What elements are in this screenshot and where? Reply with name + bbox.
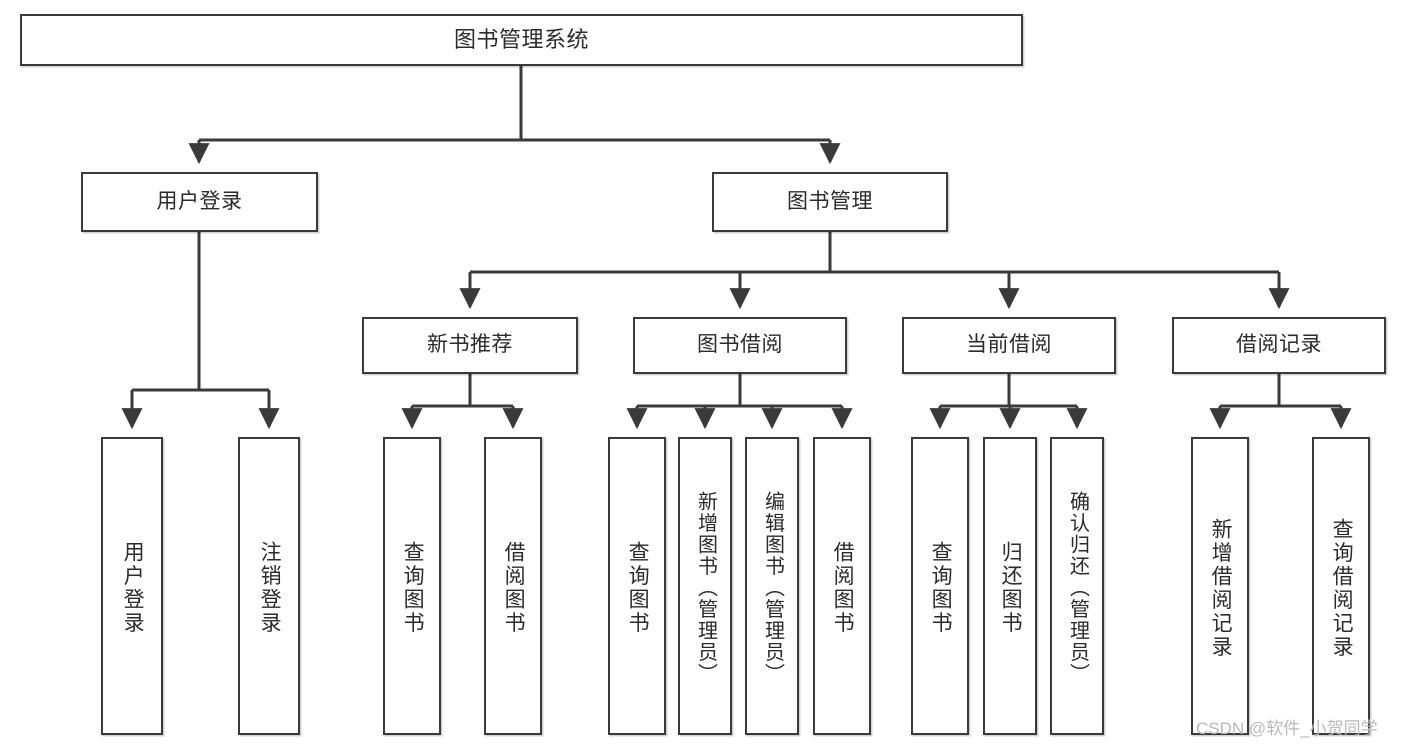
node-current-borrow-label: 当前借阅: [966, 333, 1052, 357]
leaf-user-login-text-wrap: 用户登录: [103, 439, 161, 733]
node-current-borrow[interactable]: 当前借阅: [902, 317, 1116, 374]
leaf-edit-book-label: 编辑图书（管理员）: [761, 491, 784, 685]
edges-root-to-level2: [188, 66, 841, 165]
node-borrow-record-label: 借阅记录: [1236, 333, 1322, 357]
leaf-confirm-return[interactable]: 确认归还（管理员）: [1050, 437, 1104, 735]
leaf-borrow-book-text-wrap: 借阅图书: [815, 439, 869, 733]
leaf-add-record-text-wrap: 新增借阅记录: [1193, 439, 1247, 733]
leaf-query-book-rec-text-wrap: 查询图书: [385, 439, 439, 733]
node-user-login-label: 用户登录: [156, 189, 243, 213]
leaf-confirm-return-label: 确认归还（管理员）: [1066, 491, 1089, 685]
node-book-borrow-label: 图书借阅: [697, 333, 783, 357]
leaf-borrow-book-label: 借阅图书: [831, 541, 855, 635]
leaf-add-book[interactable]: 新增图书（管理员）: [678, 437, 732, 735]
leaf-borrow-book-rec-label: 借阅图书: [502, 541, 526, 635]
edges-bookborrow-to-leaves: [626, 374, 853, 430]
node-book-manage[interactable]: 图书管理: [712, 172, 948, 232]
leaf-query-record-text-wrap: 查询借阅记录: [1314, 439, 1368, 733]
node-book-manage-label: 图书管理: [787, 189, 873, 213]
node-root-label: 图书管理系统: [453, 27, 589, 53]
leaf-add-record[interactable]: 新增借阅记录: [1191, 437, 1249, 735]
leaf-return-book-text-wrap: 归还图书: [985, 439, 1035, 733]
leaf-logout[interactable]: 注销登录: [238, 437, 300, 735]
leaf-user-login[interactable]: 用户登录: [101, 437, 163, 735]
node-new-book-recommend[interactable]: 新书推荐: [362, 317, 578, 374]
leaf-query-book-cur[interactable]: 查询图书: [911, 437, 969, 735]
leaf-query-record[interactable]: 查询借阅记录: [1312, 437, 1370, 735]
edges-newbook-to-leaves: [401, 374, 524, 430]
leaf-query-book-borrow[interactable]: 查询图书: [608, 437, 666, 735]
leaf-query-book-rec[interactable]: 查询图书: [383, 437, 441, 735]
node-book-borrow[interactable]: 图书借阅: [633, 317, 847, 374]
leaf-add-record-label: 新增借阅记录: [1209, 517, 1233, 659]
leaf-query-book-borrow-label: 查询图书: [626, 541, 650, 635]
leaf-confirm-return-text-wrap: 确认归还（管理员）: [1052, 439, 1102, 733]
node-new-book-recommend-label: 新书推荐: [427, 333, 513, 357]
leaf-query-book-rec-label: 查询图书: [401, 541, 425, 635]
edges-borrowrecord-to-leaves: [1209, 374, 1352, 430]
leaf-borrow-book[interactable]: 借阅图书: [813, 437, 871, 735]
leaf-add-book-text-wrap: 新增图书（管理员）: [680, 439, 730, 733]
leaf-borrow-book-rec[interactable]: 借阅图书: [484, 437, 542, 735]
edges-bookmanage-to-level3: [459, 232, 1290, 310]
leaf-query-book-cur-label: 查询图书: [929, 541, 953, 635]
leaf-logout-label: 注销登录: [258, 541, 282, 635]
node-borrow-record[interactable]: 借阅记录: [1172, 317, 1386, 374]
leaf-query-record-label: 查询借阅记录: [1330, 517, 1354, 659]
leaf-add-book-label: 新增图书（管理员）: [694, 491, 717, 685]
leaf-borrow-book-rec-text-wrap: 借阅图书: [486, 439, 540, 733]
node-user-login[interactable]: 用户登录: [81, 172, 318, 232]
leaf-user-login-label: 用户登录: [121, 541, 145, 635]
leaf-edit-book[interactable]: 编辑图书（管理员）: [745, 437, 799, 735]
leaf-query-book-cur-text-wrap: 查询图书: [913, 439, 967, 733]
edges-currentborrow-to-leaves: [929, 374, 1088, 430]
leaf-query-book-borrow-text-wrap: 查询图书: [610, 439, 664, 733]
leaf-return-book-label: 归还图书: [999, 541, 1023, 635]
leaf-logout-text-wrap: 注销登录: [240, 439, 298, 733]
leaf-return-book[interactable]: 归还图书: [983, 437, 1037, 735]
edges-userlogin-to-leaves: [121, 232, 280, 430]
node-root[interactable]: 图书管理系统: [20, 14, 1023, 66]
leaf-edit-book-text-wrap: 编辑图书（管理员）: [747, 439, 797, 733]
